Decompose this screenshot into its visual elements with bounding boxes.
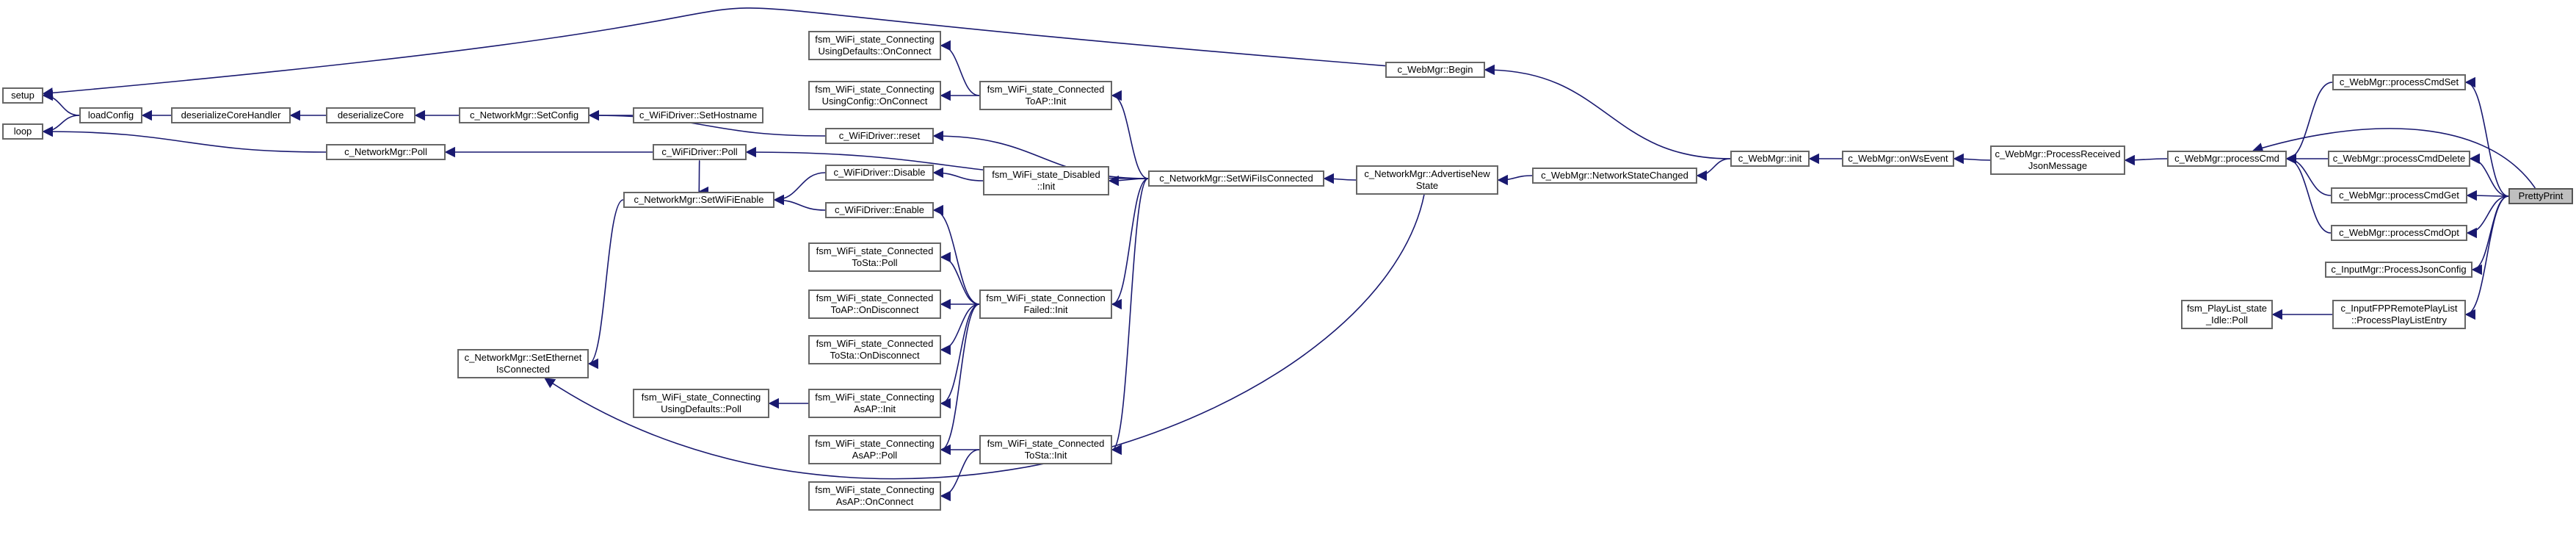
node-networkmgr-setethernetisconnected[interactable]: c_NetworkMgr::SetEthernet IsConnected — [457, 349, 589, 378]
node-loadconfig[interactable]: loadConfig — [79, 107, 142, 123]
node-networkmgr-poll[interactable]: c_NetworkMgr::Poll — [326, 144, 446, 160]
edge-connectionFailedInit-to-connectedToStaPoll — [940, 251, 980, 305]
edge-setWiFiEnable-to-setEthernet — [587, 199, 624, 370]
node-wifidriver-disable[interactable]: c_WiFiDriver::Disable — [825, 165, 934, 181]
edge-setWiFiIsConnected-to-disabledInit — [1108, 175, 1149, 187]
edge-prettyPrint-to-processJsonConfig — [2471, 195, 2509, 276]
edge-prettyPrint-to-processCmdGet — [2466, 190, 2509, 201]
node-setup[interactable]: setup — [2, 87, 43, 104]
edge-netPoll-to-loop — [42, 126, 327, 153]
node-webmgr-init[interactable]: c_WebMgr::init — [1730, 151, 1810, 167]
node-networkmgr-advertisenewstate[interactable]: c_NetworkMgr::AdvertiseNew State — [1356, 165, 1498, 195]
edge-disabledInit-to-wifiDisable — [932, 167, 984, 181]
node-connecting-asap-poll[interactable]: fsm_WiFi_state_Connecting AsAP::Poll — [808, 435, 941, 464]
node-wifidriver-poll[interactable]: c_WiFiDriver::Poll — [653, 144, 747, 160]
edge-wifiDisable-to-setWiFiEnable — [773, 172, 826, 206]
node-webmgr-processcmdopt[interactable]: c_WebMgr::processCmdOpt — [2331, 225, 2467, 241]
node-connecting-usingconfig-onconnect[interactable]: fsm_WiFi_state_Connecting UsingConfig::O… — [808, 81, 941, 110]
node-connection-failed-init[interactable]: fsm_WiFi_state_Connection Failed::Init — [979, 290, 1112, 319]
edge-processReceivedJson-to-onWsEvent — [1953, 153, 1991, 165]
node-webmgr-processcmddelete[interactable]: c_WebMgr::processCmdDelete — [2328, 151, 2470, 167]
node-connected-toap-init[interactable]: fsm_WiFi_state_Connected ToAP::Init — [979, 81, 1112, 110]
edge-prettyPrint-to-processCmdDelete — [2469, 153, 2509, 197]
node-connecting-asap-onconnect[interactable]: fsm_WiFi_state_Connecting AsAP::OnConnec… — [808, 481, 941, 511]
edge-wifiPoll-to-setWiFiEnable — [697, 159, 709, 196]
edge-loadConfig-to-setup — [42, 90, 80, 116]
node-webmgr-networkstatechanged[interactable]: c_WebMgr::NetworkStateChanged — [1532, 168, 1697, 184]
node-networkmgr-setwifienable[interactable]: c_NetworkMgr::SetWiFiEnable — [623, 192, 774, 208]
node-webmgr-processcmd[interactable]: c_WebMgr::processCmd — [2167, 151, 2287, 167]
edge-setWiFiIsConnected-to-connectedToStaInit — [1111, 178, 1149, 456]
edge-advertiseNewState-to-setWiFiIsConnected — [1323, 173, 1357, 184]
edge-setWiFiIsConnected-to-connectedToAPInit — [1111, 90, 1149, 179]
edge-connectionFailedInit-to-asAPInit — [940, 303, 980, 409]
edge-prettyPrint-to-processCmd — [2252, 128, 2536, 189]
node-webmgr-processcmdset[interactable]: c_WebMgr::processCmdSet — [2332, 74, 2466, 90]
edge-connectedToAPInit-to-connUsingDefaultsOnConnect — [940, 40, 980, 96]
edge-loadConfig-to-loop — [42, 115, 80, 137]
edge-processCmdSet-to-processCmd — [2285, 82, 2333, 165]
node-loop[interactable]: loop — [2, 123, 43, 140]
edge-webInit-to-networkStateChanged — [1696, 158, 1731, 181]
edge-prettyPrint-to-processCmdSet — [2464, 76, 2509, 197]
edge-connectionFailedInit-to-wifiEnable — [932, 204, 980, 305]
node-connected-toap-ondisconnect[interactable]: fsm_WiFi_state_Connected ToAP::OnDisconn… — [808, 290, 941, 319]
node-webmgr-begin[interactable]: c_WebMgr::Begin — [1385, 62, 1485, 78]
node-networkmgr-setwifiisconnected[interactable]: c_NetworkMgr::SetWiFiIsConnected — [1148, 170, 1324, 187]
edge-prettyPrint-to-processCmdOpt — [2466, 195, 2509, 239]
node-deserializecore[interactable]: deserializeCore — [326, 107, 416, 123]
edge-prettyPrint-to-processPlayListEntry — [2464, 195, 2509, 320]
node-connected-tosta-init[interactable]: fsm_WiFi_state_Connected ToSta::Init — [979, 435, 1112, 464]
edge-processCmdOpt-to-processCmd — [2285, 153, 2332, 234]
node-prettyprint-root: PrettyPrint — [2508, 188, 2573, 204]
edge-networkStateChanged-to-advertiseNewState — [1497, 174, 1533, 186]
node-playlist-idle-poll[interactable]: fsm_PlayList_state _Idle::Poll — [2181, 300, 2273, 329]
node-inputfppremoteplaylist-processplaylistentry[interactable]: c_InputFPPRemotePlayList ::ProcessPlayLi… — [2332, 300, 2466, 329]
node-webmgr-onwsevent[interactable]: c_WebMgr::onWsEvent — [1842, 151, 1954, 167]
node-wifidriver-sethostname[interactable]: c_WiFiDriver::SetHostname — [633, 107, 763, 123]
edge-processCmd-to-processReceivedJson — [2124, 154, 2168, 166]
node-wifidriver-reset[interactable]: c_WiFiDriver::reset — [825, 128, 934, 144]
node-connected-tosta-poll[interactable]: fsm_WiFi_state_Connected ToSta::Poll — [808, 242, 941, 272]
edge-wifiEnable-to-setWiFiEnable — [773, 194, 826, 211]
node-connected-tosta-ondisconnect[interactable]: fsm_WiFi_state_Connected ToSta::OnDiscon… — [808, 335, 941, 364]
node-networkmgr-setconfig[interactable]: c_NetworkMgr::SetConfig — [459, 107, 589, 123]
node-connecting-usingdefaults-onconnect[interactable]: fsm_WiFi_state_Connecting UsingDefaults:… — [808, 31, 941, 60]
edge-connectedToStaInit-to-asAPOnConnect — [940, 449, 980, 502]
node-connecting-usingdefaults-poll[interactable]: fsm_WiFi_state_Connecting UsingDefaults:… — [633, 389, 769, 418]
node-connecting-asap-init[interactable]: fsm_WiFi_state_Connecting AsAP::Init — [808, 389, 941, 418]
node-deserializecorehandler[interactable]: deserializeCoreHandler — [171, 107, 291, 123]
edge-processCmdGet-to-processCmd — [2285, 153, 2332, 196]
node-inputmgr-processjsonconfig[interactable]: c_InputMgr::ProcessJsonConfig — [2325, 262, 2472, 278]
node-disabled-init[interactable]: fsm_WiFi_state_Disabled ::Init — [983, 166, 1109, 195]
edge-wifiReset-to-setConfig — [588, 109, 826, 137]
edge-connectionFailedInit-to-connectedToStaOnDisconnect — [940, 303, 980, 356]
edge-setWiFiIsConnected-to-connectionFailedInit — [1111, 178, 1149, 310]
edge-connectionFailedInit-to-asAPPoll — [940, 303, 980, 456]
node-webmgr-processcmdget[interactable]: c_WebMgr::processCmdGet — [2331, 187, 2467, 204]
edge-webBegin-to-setup — [42, 7, 1386, 98]
node-wifidriver-enable[interactable]: c_WiFiDriver::Enable — [825, 202, 934, 218]
node-webmgr-processreceivedjsonmessage[interactable]: c_WebMgr::ProcessReceived JsonMessage — [1990, 145, 2125, 175]
edge-webInit-to-webBegin — [1484, 64, 1731, 159]
